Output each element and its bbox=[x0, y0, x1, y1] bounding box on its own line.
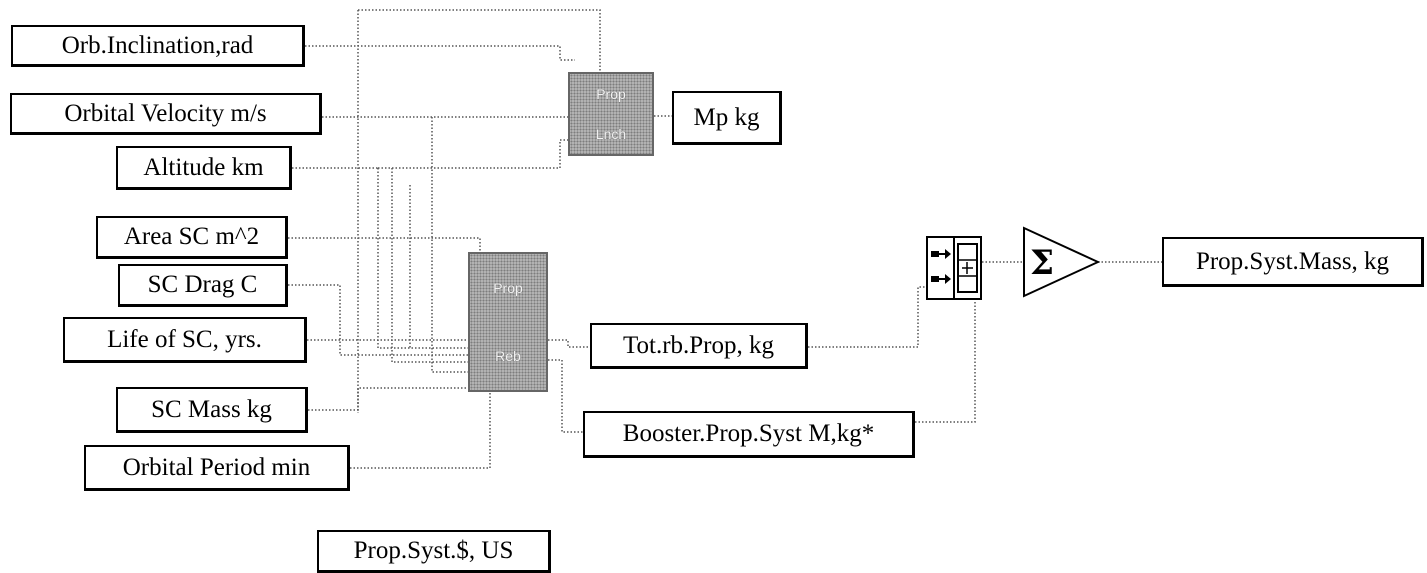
output-booster[interactable]: Booster.Prop.Syst M,kg* bbox=[583, 411, 915, 458]
input-orb-inclination-label: Orb.Inclination,rad bbox=[61, 31, 254, 59]
wire-route-a bbox=[377, 168, 468, 349]
wire-altitude bbox=[292, 139, 568, 169]
output-mp-label: Mp kg bbox=[693, 103, 760, 131]
input-sc-drag[interactable]: SC Drag C bbox=[118, 264, 288, 307]
wire-booster-bundle bbox=[915, 300, 976, 423]
block-prop-reb-line2: Reb bbox=[495, 348, 521, 364]
block-prop-reb-line1: Prop bbox=[493, 280, 523, 296]
wire-route-d bbox=[431, 117, 468, 373]
block-prop-lnch-line2: Lnch bbox=[595, 126, 627, 142]
block-prop-reb[interactable]: Prop Reb bbox=[468, 252, 548, 392]
input-orbital-period-label: Orbital Period min bbox=[122, 453, 311, 481]
wire-route-b bbox=[391, 168, 468, 363]
output-booster-label: Booster.Prop.Syst M,kg* bbox=[622, 420, 875, 447]
block-prop-lnch-line1: Prop bbox=[596, 86, 626, 102]
wire-drag bbox=[288, 284, 468, 356]
wire-mass bbox=[308, 387, 468, 411]
wire-area bbox=[288, 237, 481, 252]
input-orb-inclination[interactable]: Orb.Inclination,rad bbox=[11, 25, 305, 67]
input-altitude[interactable]: Altitude km bbox=[116, 146, 292, 190]
input-sc-drag-label: SC Drag C bbox=[147, 271, 258, 298]
wire-reb-tot bbox=[548, 339, 590, 348]
input-altitude-label: Altitude km bbox=[143, 153, 264, 181]
input-life-sc[interactable]: Life of SC, yrs. bbox=[63, 317, 307, 363]
sum-icon[interactable]: Σ bbox=[1022, 226, 1100, 298]
output-prop-syst-mass-label: Prop.Syst.Mass, kg bbox=[1195, 247, 1390, 275]
input-orbital-velocity[interactable]: Orbital Velocity m/s bbox=[10, 93, 322, 135]
wire-inclination bbox=[305, 45, 575, 61]
wire-tot-bundle bbox=[808, 286, 926, 348]
output-tot-rb-prop[interactable]: Tot.rb.Prop, kg bbox=[590, 323, 808, 369]
output-mp[interactable]: Mp kg bbox=[672, 91, 782, 145]
input-area-sc[interactable]: Area SC m^2 bbox=[96, 216, 288, 259]
bundle-icon[interactable] bbox=[926, 236, 982, 300]
input-orbital-period[interactable]: Orbital Period min bbox=[84, 445, 350, 491]
output-prop-syst-mass[interactable]: Prop.Syst.Mass, kg bbox=[1162, 237, 1424, 287]
input-life-sc-label: Life of SC, yrs. bbox=[107, 325, 262, 353]
wire-period bbox=[350, 392, 491, 469]
wire-top-loop bbox=[357, 9, 601, 413]
block-prop-lnch[interactable]: Prop Lnch bbox=[568, 72, 654, 156]
wire-reb-booster bbox=[548, 359, 583, 433]
sum-symbol: Σ bbox=[1030, 243, 1054, 283]
output-tot-rb-prop-label: Tot.rb.Prop, kg bbox=[622, 331, 775, 359]
input-area-sc-label: Area SC m^2 bbox=[123, 223, 260, 250]
output-prop-syst-cost-label: Prop.Syst.$, US bbox=[353, 537, 514, 564]
input-sc-mass-label: SC Mass kg bbox=[151, 395, 272, 423]
input-sc-mass[interactable]: SC Mass kg bbox=[116, 387, 308, 433]
input-orbital-velocity-label: Orbital Velocity m/s bbox=[64, 99, 267, 127]
output-prop-syst-cost[interactable]: Prop.Syst.$, US bbox=[317, 530, 551, 573]
